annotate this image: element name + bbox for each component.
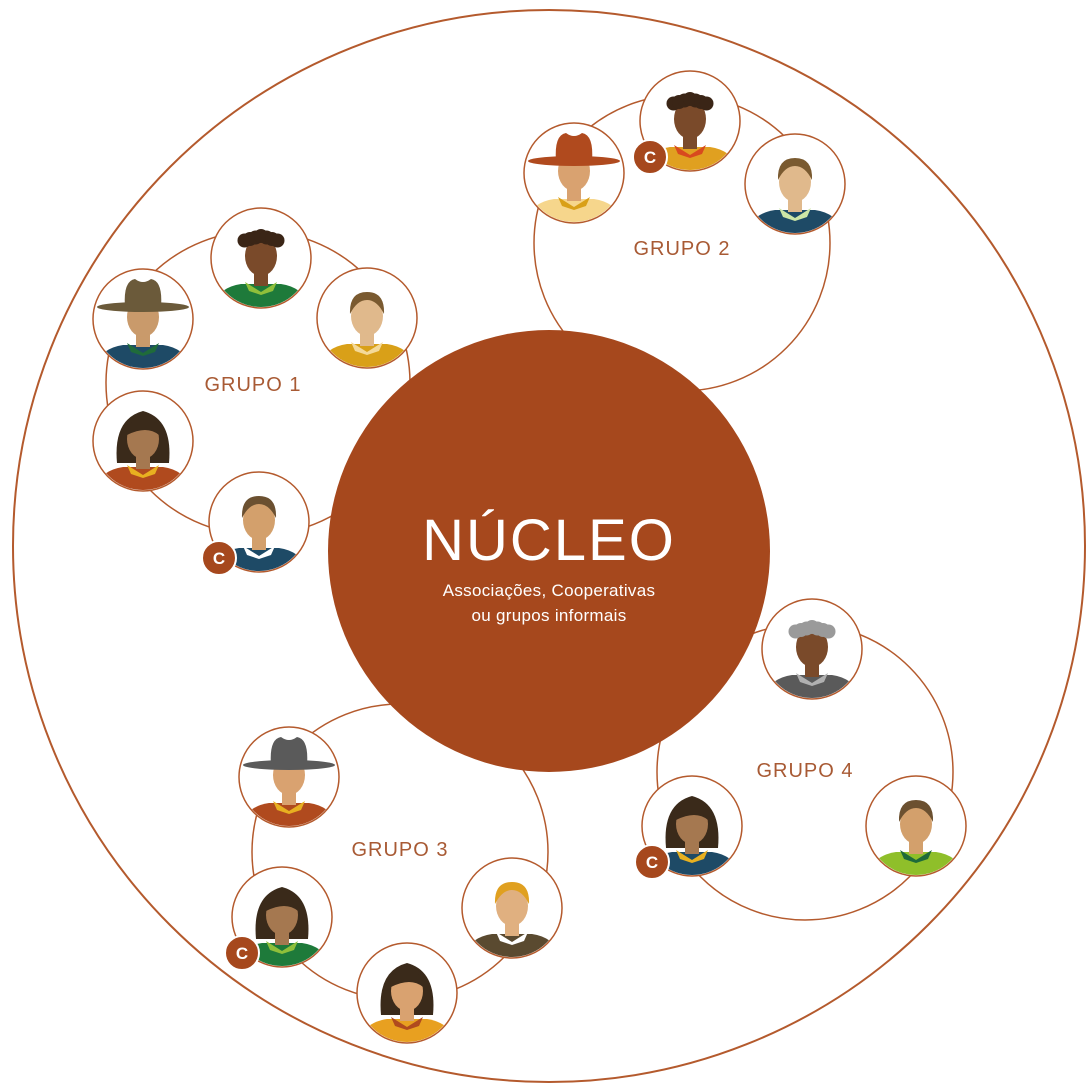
group-2-member-1 [523,122,625,224]
collar [391,1017,423,1030]
coordinator-badge: C [201,540,237,576]
coordinator-badge: C [224,935,260,971]
collar [674,145,706,158]
coordinator-badge-circle [224,935,260,971]
shirt [763,675,861,698]
hair-fringe [127,417,159,435]
coordinator-badge-letter: C [646,853,658,872]
collar [558,197,590,210]
hair [898,800,934,822]
shirt [318,344,416,367]
group-1-member-5: C [201,471,310,576]
hair [349,292,385,314]
shirt [212,284,310,307]
coordinator-badge: C [632,139,668,175]
coordinator-badge-letter: C [236,944,248,963]
shirt [94,345,192,368]
hair-fringe [391,969,423,987]
group-2-member-3 [744,133,846,235]
shirt [94,467,192,490]
collar [900,850,932,863]
group-3-label: GRUPO 3 [351,839,448,861]
group-2-member-2: C [632,70,741,175]
group-1-member-2 [210,207,312,309]
hair-curl [270,233,285,248]
face [779,162,811,202]
group-4-member-3 [865,775,967,877]
hat-crown [555,133,593,161]
shirt [358,1019,456,1042]
hair-curl [699,96,714,111]
collar [351,342,383,355]
hair-curl [821,624,836,639]
hair [777,158,813,180]
coordinator-badge: C [634,844,670,880]
collar [779,208,811,221]
group-3-member-4 [461,857,563,959]
core-subtitle-line2: ou grupos informais [472,606,627,625]
group-3-member-1 [238,726,340,828]
face [245,236,277,276]
collar [243,546,275,559]
coordinator-badge-circle [201,540,237,576]
group-4-member-2: C [634,775,743,880]
face [496,886,528,926]
shirt [867,852,965,875]
core-subtitle-line1: Associações, Cooperativas [443,581,656,600]
group-3-member-2: C [224,866,333,971]
collar [266,941,298,954]
collar [496,932,528,945]
hat-crown [270,737,308,765]
face [674,99,706,139]
group-2-label: GRUPO 2 [633,238,730,260]
shirt [746,210,844,233]
collar [273,801,305,814]
collar [245,282,277,295]
core-node: NÚCLEO Associações, Cooperativas ou grup… [328,330,770,772]
face [796,627,828,667]
collar [127,343,159,356]
group-4-member-1 [761,598,863,700]
group-1-member-4 [92,390,194,492]
face [243,500,275,540]
group-1-member-3 [316,267,418,369]
coordinator-badge-letter: C [644,148,656,167]
group-3-member-3 [356,942,458,1044]
shirt [525,199,623,222]
collar [796,673,828,686]
members-layer: C C C C [92,70,967,1044]
outer-ring [12,9,1086,1083]
group-1-label: GRUPO 1 [204,374,301,396]
core-title: NÚCLEO [422,508,676,573]
group-1-member-1 [92,268,194,370]
face [900,804,932,844]
core-circle [328,330,770,772]
coordinator-badge-circle [632,139,668,175]
coordinator-badge-circle [634,844,670,880]
hair-fringe [676,802,708,820]
hair-fringe [266,893,298,911]
shirt [463,934,561,957]
hat-crown [124,279,162,307]
hair [241,496,277,518]
shirt [240,803,338,826]
hair [494,882,530,904]
group-4-label: GRUPO 4 [756,760,853,782]
face [351,296,383,336]
collar [676,850,708,863]
collar [127,465,159,478]
coordinator-badge-letter: C [213,549,225,568]
